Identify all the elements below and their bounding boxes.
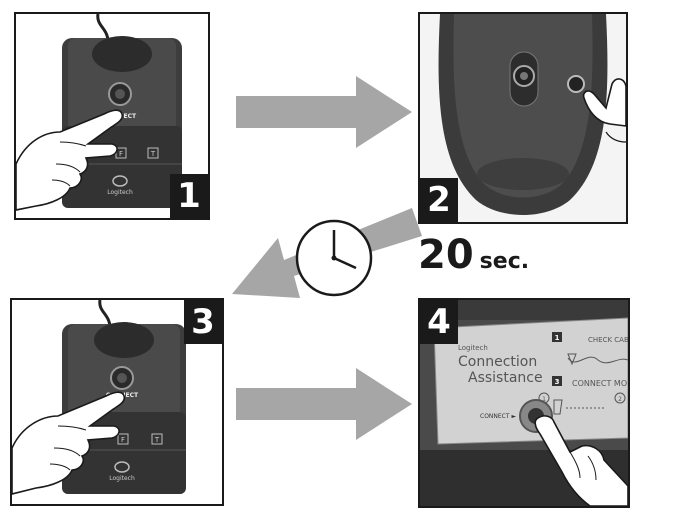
logitech-logo-icon	[114, 461, 130, 473]
step-3-panel: CONNECT F T Logitech 3	[10, 298, 224, 506]
step-2-panel: 2	[418, 12, 628, 224]
panel-brand: Logitech	[458, 344, 488, 352]
step-number-badge: 4	[420, 300, 458, 344]
hand-pointer-icon	[12, 391, 126, 495]
connect-mouse-text: CONNECT MO	[572, 379, 627, 388]
key-glyph-f: F	[119, 150, 123, 158]
connect-arrow-label: CONNECT ►	[480, 413, 516, 420]
step-number-badge: 1	[170, 174, 208, 218]
step-number-badge: 3	[184, 300, 222, 344]
key-glyph-t: T	[154, 436, 160, 444]
hand-pointer-icon	[534, 415, 628, 506]
step-marker-1: 1	[555, 334, 560, 342]
hand-pointer-icon	[16, 109, 124, 211]
wait-time-unit: sec.	[479, 249, 530, 274]
wait-time-value: 20	[418, 232, 474, 278]
hand-pointer-icon	[582, 78, 626, 143]
receiver-illustration: CONNECT F T Logitech	[12, 300, 186, 495]
receiver-illustration: CONNECT F T Logitech	[16, 14, 182, 211]
check-cable-text: CHECK CAB	[588, 336, 628, 344]
brand-label: Logitech	[109, 475, 135, 482]
sub-step-2: 2	[618, 396, 622, 403]
step-marker-3: 3	[555, 378, 560, 386]
sub-step-1: 1	[542, 396, 546, 403]
arrow-right-icon	[236, 368, 412, 440]
connection-assistance-illustration: Logitech Connection Assistance 1 CHECK C…	[420, 300, 628, 506]
key-glyph-f: F	[121, 436, 125, 444]
step-number-badge: 2	[420, 178, 458, 222]
logitech-logo-icon	[112, 175, 128, 187]
assistance-title-line1: Connection	[458, 354, 537, 370]
mouse-connect-button[interactable]	[567, 75, 585, 93]
brand-label: Logitech	[107, 189, 133, 196]
assistance-title-line2: Assistance	[468, 370, 543, 386]
arrow-right-icon	[236, 76, 412, 148]
step-4-panel: Logitech Connection Assistance 1 CHECK C…	[418, 298, 630, 508]
key-glyph-t: T	[150, 150, 156, 158]
step-1-panel: CONNECT F T Logitech 1	[14, 12, 210, 220]
clock-icon	[295, 219, 373, 297]
